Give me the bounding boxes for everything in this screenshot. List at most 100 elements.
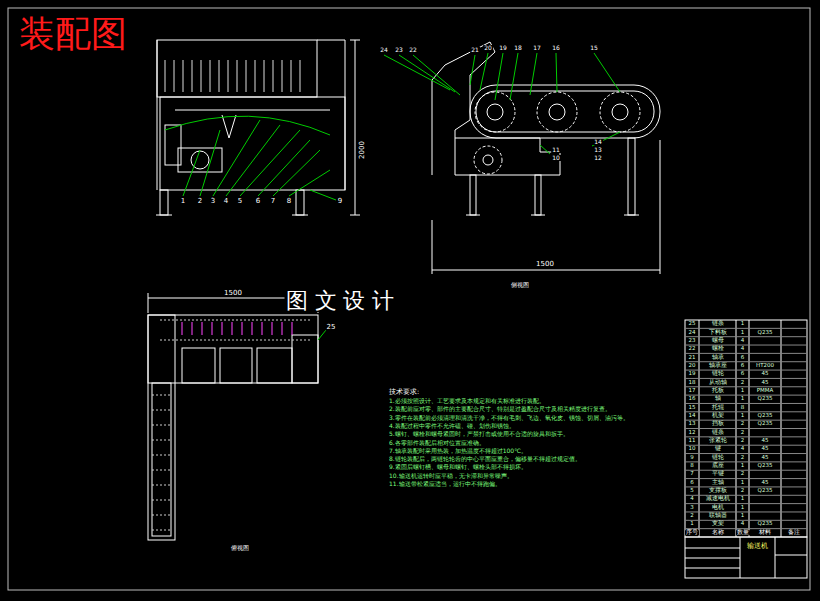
callout-number: 23 <box>394 47 404 53</box>
view-caption: 侧视图 <box>510 282 530 288</box>
table-cell: 19 <box>688 372 697 378</box>
table-cell: 序号 <box>685 530 699 536</box>
table-rule <box>685 495 807 496</box>
table-cell: 6 <box>689 480 695 486</box>
table-cell: 6 <box>740 363 746 369</box>
table-rule <box>685 361 807 362</box>
table-cell: PMMA <box>756 388 775 394</box>
callout-number: 15 <box>589 45 599 51</box>
table-cell: 轴承座 <box>708 363 728 369</box>
callout-number: 19 <box>498 45 508 51</box>
callout-number: 16 <box>551 45 561 51</box>
table-rule <box>685 386 807 387</box>
table-cell: 链条 <box>711 321 725 327</box>
callout-number: 25 <box>326 324 337 331</box>
drawing-title: 装配图 <box>18 16 128 52</box>
table-rule <box>685 461 807 462</box>
table-cell: 1 <box>740 480 746 486</box>
table-cell: 2 <box>740 422 746 428</box>
table-cell: 11 <box>688 438 697 444</box>
dimension: 1500 <box>223 290 243 297</box>
table-cell: 数量 <box>736 530 750 536</box>
table-cell: 4 <box>740 346 746 352</box>
table-cell: 轴 <box>714 397 722 403</box>
table-cell: 5 <box>689 488 695 494</box>
table-cell: 1 <box>740 497 746 503</box>
table-cell: 7 <box>689 472 695 478</box>
table-rule <box>685 528 807 529</box>
callout-number: 17 <box>532 45 542 51</box>
technical-note: 9.紧固后螺钉槽、螺母和螺钉、螺栓头部不得损坏。 <box>388 464 528 470</box>
technical-note: 4.装配过程中零件不允许磕、碰、划伤和锈蚀。 <box>388 423 516 429</box>
callout-number: 21 <box>470 47 480 53</box>
table-cell: 4 <box>740 522 746 528</box>
table-cell: 1 <box>689 522 695 528</box>
table-rule <box>685 378 807 379</box>
table-rule <box>685 403 807 404</box>
table-rule <box>685 453 807 454</box>
callout-number: 11 <box>551 147 561 153</box>
table-cell: Q235 <box>757 413 774 419</box>
technical-note: 11.输送带松紧应适当，运行中不得跑偏。 <box>388 481 502 487</box>
technical-note: 10.输送机运转时应平稳，无卡滞和异常噪声。 <box>388 473 514 479</box>
table-cell: 2 <box>740 438 746 444</box>
table-cell: 螺母 <box>711 338 725 344</box>
table-cell: 备注 <box>787 530 801 536</box>
table-cell: 电机 <box>711 505 725 511</box>
table-cell: 8 <box>689 463 695 469</box>
table-cell: 25 <box>688 321 697 327</box>
table-rule <box>685 411 807 412</box>
callout-number: 2 <box>197 198 203 205</box>
callout-number: 8 <box>286 198 292 205</box>
table-cell: 从动轴 <box>708 380 728 386</box>
technical-note: 7.轴承装配时采用热装，加热温度不得超过100℃。 <box>388 448 528 454</box>
table-cell: 3 <box>689 505 695 511</box>
table-cell: 18 <box>688 380 697 386</box>
technical-note: 6.各零部件装配后相对位置应准确。 <box>388 440 486 446</box>
dimension: 1500 <box>535 261 555 268</box>
table-cell: 14 <box>688 413 697 419</box>
table-cell: 轴承 <box>711 355 725 361</box>
table-cell: 24 <box>688 330 697 336</box>
table-rule <box>685 370 807 371</box>
table-cell: Q235 <box>757 397 774 403</box>
table-cell: 1 <box>740 505 746 511</box>
callout-number: 24 <box>379 47 389 53</box>
table-cell: 2 <box>689 513 695 519</box>
callout-number: 20 <box>483 45 493 51</box>
table-cell: 螺栓 <box>711 346 725 352</box>
table-cell: 张紧轮 <box>708 438 728 444</box>
table-cell: 4 <box>740 338 746 344</box>
table-cell: 1 <box>740 388 746 394</box>
table-cell: 45 <box>761 480 770 486</box>
table-cell: 13 <box>688 422 697 428</box>
table-cell: 链条 <box>711 430 725 436</box>
callout-number: 7 <box>270 198 276 205</box>
table-rule <box>685 420 807 421</box>
table-cell: 2 <box>740 380 746 386</box>
table-rule <box>685 445 807 446</box>
table-rule <box>685 511 807 512</box>
table-cell: 托板 <box>711 388 725 394</box>
watermark: 图 文 设 计 <box>285 290 396 312</box>
dimension: 2000 <box>359 140 366 160</box>
table-cell: 2 <box>740 455 746 461</box>
table-cell: 减速电机 <box>705 497 731 503</box>
table-cell: 45 <box>761 447 770 453</box>
table-cell: Q235 <box>757 463 774 469</box>
technical-note: 2.装配前应对零、部件的主要配合尺寸、特别是过盈配合尺寸及相关精度进行复查。 <box>388 406 612 412</box>
callout-number: 9 <box>337 198 343 205</box>
table-cell: 45 <box>761 438 770 444</box>
table-cell: 45 <box>761 372 770 378</box>
table-cell: Q235 <box>757 522 774 528</box>
callout-number: 14 <box>593 139 603 145</box>
callout-number: 22 <box>408 47 418 53</box>
table-cell: 链轮 <box>711 372 725 378</box>
table-cell: 1 <box>740 397 746 403</box>
technical-note: 5.螺钉、螺栓和螺母紧固时，严禁打击或使用不合适的旋具和扳手。 <box>388 431 570 437</box>
table-cell: 10 <box>688 447 697 453</box>
callout-number: 5 <box>237 198 243 205</box>
table-cell: 支撑板 <box>708 488 728 494</box>
table-cell: 底座 <box>711 463 725 469</box>
table-rule <box>685 428 807 429</box>
